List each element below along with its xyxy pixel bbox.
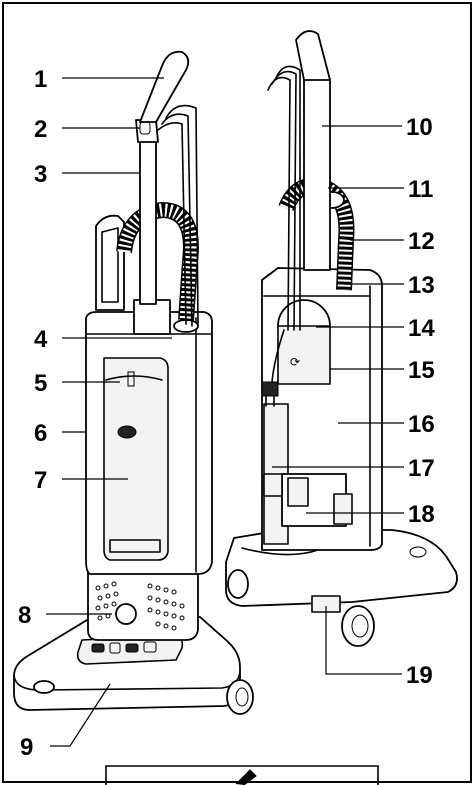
- front-switch-4: [143, 641, 157, 653]
- callout-15: 15: [408, 357, 435, 384]
- front-handle-grip: [139, 50, 190, 123]
- callout-14: 14: [408, 315, 435, 342]
- front-switch-3: [125, 643, 139, 653]
- callout-11: 11: [408, 176, 433, 203]
- rear-plate-symbol: ⟳: [290, 355, 300, 369]
- callout-17: 17: [408, 455, 435, 482]
- rear-wheel-hub: [351, 614, 369, 638]
- front-hose-holder-inner: [101, 227, 119, 303]
- front-vacuum: [13, 50, 254, 715]
- callout-labels: 1 2 3 4 5 6 7 8 9 10 11 12 13 14 15 16 1…: [18, 66, 435, 761]
- callout-6: 6: [34, 420, 47, 447]
- rear-foot-pedal: [409, 546, 427, 558]
- callout-19: 19: [406, 662, 433, 689]
- front-grille: [95, 581, 185, 631]
- rear-filter-left: [263, 473, 283, 497]
- inset-box-outline: [105, 765, 379, 785]
- inset-box: [105, 765, 379, 785]
- rear-filter-right: [333, 493, 353, 525]
- callout-7: 7: [34, 467, 47, 494]
- rear-filter-cap: [287, 477, 309, 507]
- front-motor-housing: [87, 572, 199, 641]
- front-pivot-knob: [115, 603, 137, 625]
- rear-plate: [277, 325, 331, 385]
- callout-2: 2: [34, 116, 47, 143]
- callout-9: 9: [20, 734, 33, 761]
- rear-wheel-left: [227, 569, 249, 599]
- rear-handle-tube: [303, 69, 331, 271]
- callout-3: 3: [34, 161, 47, 188]
- callout-12: 12: [408, 228, 435, 255]
- leader-9: [50, 683, 111, 747]
- front-cover-slot: [109, 539, 161, 553]
- leader-19: [325, 606, 402, 675]
- callout-1: 1: [34, 66, 47, 93]
- callout-16: 16: [408, 411, 435, 438]
- rear-cord-1: [275, 65, 301, 331]
- rear-handle-grip: [295, 30, 331, 81]
- front-wheel: [226, 679, 254, 715]
- front-cord-3: [157, 122, 187, 325]
- front-handle-tube: [139, 139, 157, 305]
- front-handle-clip: [135, 119, 159, 143]
- front-cord-1: [165, 104, 199, 327]
- rear-floor-head-curve: [241, 547, 319, 556]
- callout-8: 8: [18, 602, 31, 629]
- inset-tool-icon: [235, 769, 257, 785]
- front-cover: [103, 357, 169, 561]
- rear-vacuum: ⟳: [225, 30, 458, 647]
- front-foot-pedal: [33, 680, 55, 694]
- front-switch-1: [91, 643, 105, 653]
- front-hose-holder-left: [95, 214, 125, 311]
- callout-13: 13: [408, 272, 435, 299]
- front-bag-indicator: [127, 371, 135, 387]
- leader-lines: [46, 77, 404, 747]
- rear-wheel-main: [341, 605, 375, 647]
- callout-10: 10: [406, 114, 433, 141]
- front-wheel-hub: [235, 687, 249, 707]
- callout-4: 4: [34, 326, 48, 353]
- rear-cord-plug-lead: [271, 329, 285, 383]
- front-switch-2: [109, 642, 121, 654]
- front-logo-badge: [117, 425, 137, 439]
- front-cord-2: [161, 113, 193, 327]
- callout-5: 5: [34, 370, 47, 397]
- rear-cord-3: [267, 76, 291, 331]
- rear-cord-plug: [261, 381, 279, 397]
- callout-18: 18: [408, 501, 435, 528]
- front-handle-socket: [133, 299, 171, 335]
